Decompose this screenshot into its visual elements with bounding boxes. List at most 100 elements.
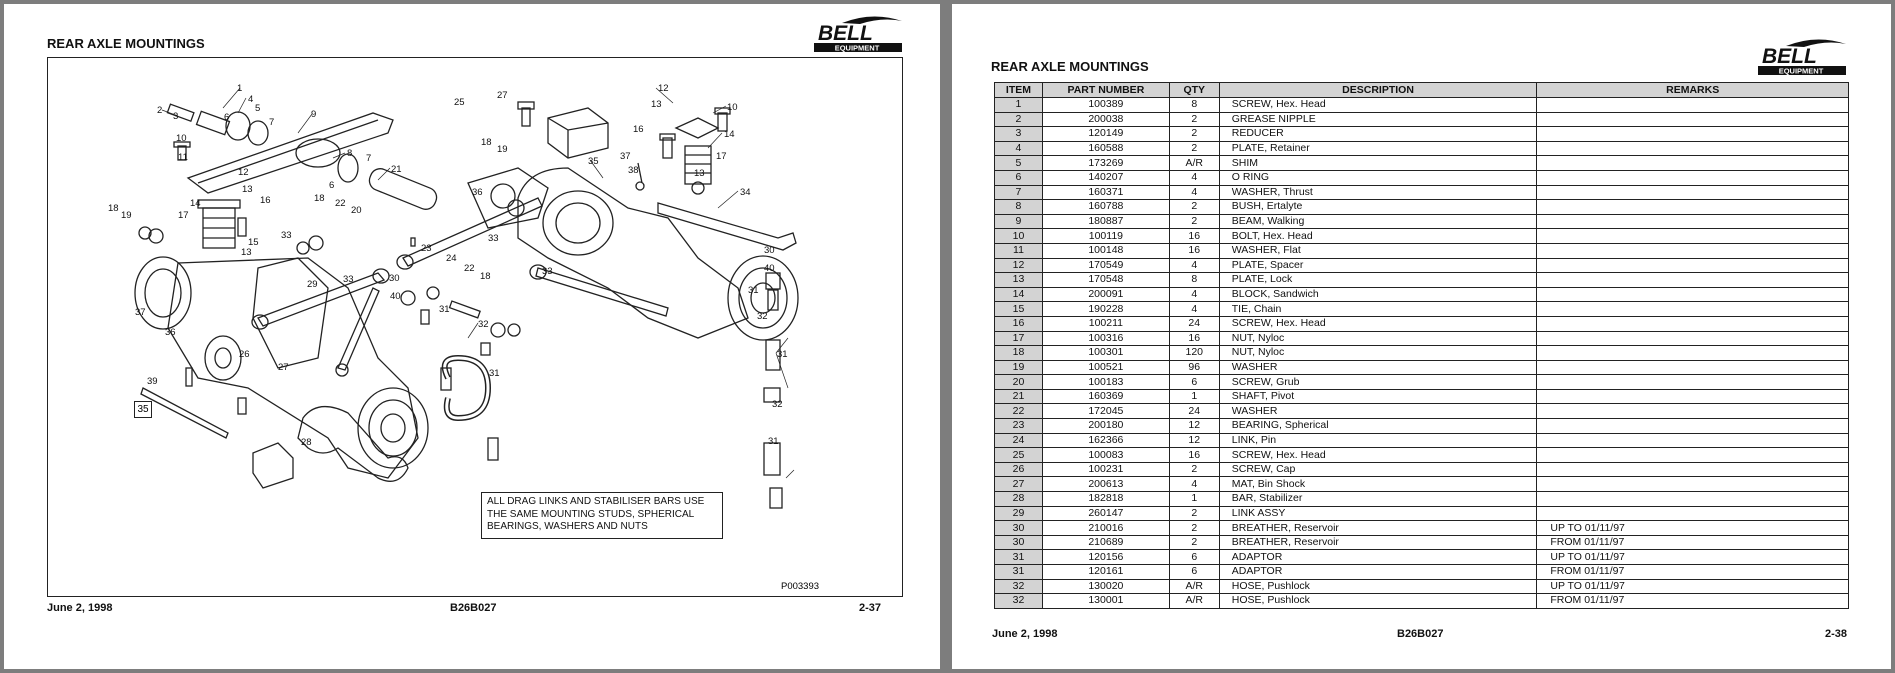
- part-number-cell: 172045: [1041, 403, 1170, 420]
- quantity-cell: 24: [1168, 315, 1220, 332]
- callout-number: 7: [366, 153, 372, 164]
- remarks-cell: [1536, 155, 1849, 171]
- item-number-cell: 26: [994, 461, 1043, 478]
- description-cell: SCREW, Hex. Head: [1218, 97, 1538, 113]
- item-number-cell: 27: [994, 476, 1043, 493]
- svg-text:EQUIPMENT: EQUIPMENT: [835, 44, 880, 53]
- description-cell: BREATHER, Reservoir: [1218, 520, 1538, 536]
- remarks-cell: [1536, 476, 1849, 493]
- callout-number: 15: [248, 237, 259, 248]
- drawing-number: P003393: [781, 581, 820, 592]
- callout-number: 31: [768, 436, 779, 447]
- remarks-cell: UP TO 01/11/97: [1536, 549, 1849, 565]
- callout-number: 37: [620, 151, 631, 162]
- callout-number: 27: [278, 362, 289, 373]
- callout-number: 33: [281, 230, 292, 241]
- item-number-cell: 8: [994, 199, 1043, 215]
- callout-number: 14: [190, 198, 201, 209]
- left-page: REAR AXLE MOUNTINGS BELL EQUIPMENT: [4, 4, 940, 669]
- item-number-cell: 32: [994, 593, 1043, 609]
- part-number-cell: 100301: [1041, 345, 1170, 361]
- part-number-cell: 100083: [1041, 447, 1170, 463]
- item-number-cell: 1: [994, 97, 1043, 113]
- svg-text:BELL: BELL: [818, 22, 873, 45]
- part-number-cell: 160371: [1041, 184, 1170, 201]
- callout-number: 38: [628, 165, 639, 176]
- description-cell: REDUCER: [1218, 126, 1538, 142]
- part-number-cell: 100183: [1041, 374, 1170, 390]
- parts-table: ITEM PART NUMBER QTY DESCRIPTION REMARKS…: [994, 82, 1849, 609]
- quantity-cell: 4: [1168, 476, 1220, 493]
- item-number-cell: 30: [994, 534, 1043, 551]
- remarks-cell: [1536, 491, 1849, 507]
- remarks-cell: [1536, 213, 1849, 230]
- callout-number: 13: [651, 99, 662, 110]
- item-number-cell: 20: [994, 374, 1043, 390]
- quantity-cell: 4: [1168, 169, 1220, 186]
- footer-date: June 2, 1998: [47, 602, 113, 614]
- part-number-cell: 100521: [1041, 359, 1170, 376]
- callout-number: 26: [239, 349, 250, 360]
- part-number-cell: 100119: [1041, 228, 1170, 244]
- page-title: REAR AXLE MOUNTINGS: [47, 36, 205, 51]
- quantity-cell: 4: [1168, 301, 1220, 317]
- description-cell: SHAFT, Pivot: [1218, 388, 1538, 405]
- remarks-cell: [1536, 272, 1849, 288]
- description-cell: WASHER, Thrust: [1218, 184, 1538, 201]
- callout-number: 19: [497, 144, 508, 155]
- quantity-cell: 2: [1168, 213, 1220, 230]
- remarks-cell: [1536, 199, 1849, 215]
- part-number-cell: 100231: [1041, 461, 1170, 478]
- callout-number: 23: [421, 243, 432, 254]
- footer-page-number: 2-37: [859, 602, 882, 614]
- quantity-cell: A/R: [1168, 578, 1220, 595]
- callout-number: 29: [307, 279, 318, 290]
- note-line: ALL DRAG LINKS AND STABILISER BARS USE: [487, 496, 705, 507]
- description-cell: ADAPTOR: [1218, 564, 1538, 580]
- remarks-cell: [1536, 111, 1849, 128]
- remarks-cell: [1536, 315, 1849, 332]
- column-header-part-number: PART NUMBER: [1041, 82, 1170, 98]
- quantity-cell: 6: [1168, 549, 1220, 565]
- remarks-cell: [1536, 228, 1849, 244]
- description-cell: BEAM, Walking: [1218, 213, 1538, 230]
- description-cell: SCREW, Cap: [1218, 461, 1538, 478]
- remarks-cell: [1536, 447, 1849, 463]
- note-box: ALL DRAG LINKS AND STABILISER BARS USE T…: [481, 492, 723, 539]
- description-cell: BOLT, Hex. Head: [1218, 228, 1538, 244]
- description-cell: NUT, Nyloc: [1218, 330, 1538, 347]
- callout-number: 18: [480, 271, 491, 282]
- item-number-cell: 29: [994, 505, 1043, 522]
- remarks-cell: UP TO 01/11/97: [1536, 520, 1849, 536]
- footer-doc-number: B26B027: [1397, 628, 1444, 640]
- item-number-cell: 13: [994, 272, 1043, 288]
- remarks-cell: [1536, 432, 1849, 449]
- description-cell: LINK, Pin: [1218, 432, 1538, 449]
- callout-number: 5: [255, 103, 261, 114]
- callout-number: 14: [724, 129, 735, 140]
- remarks-cell: [1536, 345, 1849, 361]
- quantity-cell: 1: [1168, 491, 1220, 507]
- item-number-cell: 5: [994, 155, 1043, 171]
- callout-number: 40: [390, 291, 401, 302]
- remarks-cell: [1536, 374, 1849, 390]
- item-number-cell: 7: [994, 184, 1043, 201]
- callout-number: 4: [248, 94, 254, 105]
- callout-number: 30: [764, 245, 775, 256]
